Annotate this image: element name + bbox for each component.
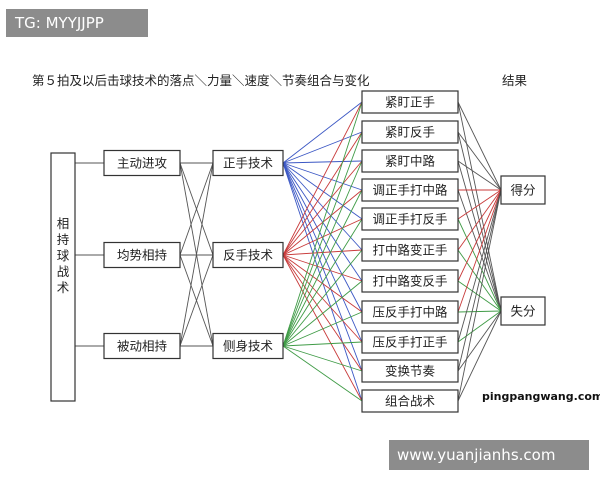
placement-1-label: 紧盯反手 xyxy=(385,125,435,140)
c2-c3-line-2-4 xyxy=(282,218,363,347)
c3-c4-line-10-0 xyxy=(457,189,502,402)
connector-lines xyxy=(75,101,502,402)
c3-c4-line-1-0 xyxy=(457,131,502,191)
c3-c4-line-6-0 xyxy=(457,189,502,282)
c3-c4-line-8-0 xyxy=(457,189,502,343)
diagram-title: 第５拍及以后击球技术的落点＼力量＼速度＼节奏组合与变化 xyxy=(32,73,370,88)
c3-c4-line-0-1 xyxy=(457,101,502,312)
placement-8-box xyxy=(361,330,459,354)
placement-8-label: 压反手打正手 xyxy=(372,335,447,350)
root-label-char: 相 xyxy=(57,216,70,231)
technique-0-label: 正手技术 xyxy=(223,156,274,171)
situation-2-label: 被动相持 xyxy=(117,339,167,354)
c1-c2-line-2-0 xyxy=(179,162,214,347)
technique-1-box xyxy=(212,241,284,269)
root-label-char: 持 xyxy=(57,232,70,247)
root-label-char: 战 xyxy=(57,264,70,279)
placement-3-label: 调正手打中路 xyxy=(372,183,448,198)
c3-c4-line-9-1 xyxy=(457,310,502,372)
c2-c3-line-1-0 xyxy=(282,101,363,256)
c2-c3-line-0-0 xyxy=(282,101,363,164)
placement-1-box xyxy=(361,120,459,144)
c3-c4-line-10-1 xyxy=(457,310,502,402)
c2-c3-line-0-1 xyxy=(282,131,363,164)
c2-c3-line-2-7 xyxy=(282,311,363,347)
placement-4-box xyxy=(361,207,459,231)
c2-c3-line-2-5 xyxy=(282,249,363,347)
placement-7-box xyxy=(361,300,459,324)
placement-2-box xyxy=(361,149,459,173)
c2-c3-line-0-7 xyxy=(282,162,363,313)
situation-1-box xyxy=(103,241,181,269)
c2-c3-line-1-1 xyxy=(282,131,363,256)
technique-1-label: 反手技术 xyxy=(223,248,274,263)
c2-c3-line-1-4 xyxy=(282,218,363,256)
c2-c3-line-1-2 xyxy=(282,160,363,256)
result-1-label: 失分 xyxy=(510,304,535,319)
placement-7-label: 压反手打中路 xyxy=(372,305,448,320)
c2-c3-line-0-9 xyxy=(282,162,363,372)
c2-c3-line-1-3 xyxy=(282,189,363,256)
result-0-box xyxy=(500,175,546,205)
c3-c4-line-5-0 xyxy=(457,189,502,251)
result-0-label: 得分 xyxy=(510,183,535,198)
c2-c3-line-0-3 xyxy=(282,162,363,191)
situation-0-label: 主动进攻 xyxy=(117,156,168,171)
placement-2-label: 紧盯中路 xyxy=(385,154,436,169)
technique-2-box xyxy=(212,332,284,360)
c2-c3-line-2-0 xyxy=(282,101,363,347)
c3-c4-line-9-0 xyxy=(457,189,502,372)
c2-c3-line-0-5 xyxy=(282,162,363,251)
watermark-bottom-right: www.yuanjianhs.com xyxy=(389,440,589,470)
technique-2-label: 侧身技术 xyxy=(223,339,274,354)
c2-c3-line-1-7 xyxy=(282,254,363,313)
root-label-char: 术 xyxy=(57,280,70,295)
c2-c3-line-2-3 xyxy=(282,189,363,347)
c3-c4-line-4-0 xyxy=(457,189,502,220)
technique-0-box xyxy=(212,149,284,177)
c3-c4-line-0-0 xyxy=(457,101,502,191)
c2-c3-line-2-9 xyxy=(282,345,363,372)
root-box xyxy=(50,152,76,402)
placement-0-box xyxy=(361,90,459,114)
placement-5-label: 打中路变正手 xyxy=(372,243,447,258)
c3-c4-line-7-0 xyxy=(457,189,502,313)
root-label-char: 球 xyxy=(57,248,70,263)
c2-c3-line-2-10 xyxy=(282,345,363,402)
placement-6-label: 打中路变反手 xyxy=(372,274,447,289)
placement-4-label: 调正手打反手 xyxy=(372,212,447,227)
placement-10-box xyxy=(361,389,459,413)
c2-c3-line-0-4 xyxy=(282,162,363,220)
placement-0-label: 紧盯正手 xyxy=(385,95,435,110)
placement-9-label: 变换节奏 xyxy=(385,364,436,379)
watermark-site-small: pingpangwang.com xyxy=(482,390,600,403)
result-1-box xyxy=(500,296,546,326)
placement-6-box xyxy=(361,269,459,293)
c1-c2-line-2-1 xyxy=(179,254,214,347)
c2-c3-line-2-1 xyxy=(282,131,363,347)
placement-3-box xyxy=(361,178,459,202)
c1-c2-line-1-0 xyxy=(179,162,214,256)
c3-c4-line-1-1 xyxy=(457,131,502,312)
c2-c3-line-2-2 xyxy=(282,160,363,347)
c2-c3-line-1-10 xyxy=(282,254,363,402)
result-header: 结果 xyxy=(502,73,528,88)
c3-c4-line-2-0 xyxy=(457,160,502,191)
watermark-top-left: TG: MYYJJPP xyxy=(6,9,148,37)
c2-c3-line-2-6 xyxy=(282,280,363,347)
placement-5-box xyxy=(361,238,459,262)
c2-c3-line-0-2 xyxy=(282,160,363,164)
c3-c4-line-7-1 xyxy=(457,310,502,313)
c2-c3-line-2-8 xyxy=(282,341,363,347)
situation-1-label: 均势相持 xyxy=(117,248,167,263)
placement-9-box xyxy=(361,359,459,383)
c3-c4-line-8-1 xyxy=(457,310,502,343)
situation-2-box xyxy=(103,332,181,360)
situation-0-box xyxy=(103,149,181,177)
placement-10-label: 组合战术 xyxy=(385,394,436,409)
